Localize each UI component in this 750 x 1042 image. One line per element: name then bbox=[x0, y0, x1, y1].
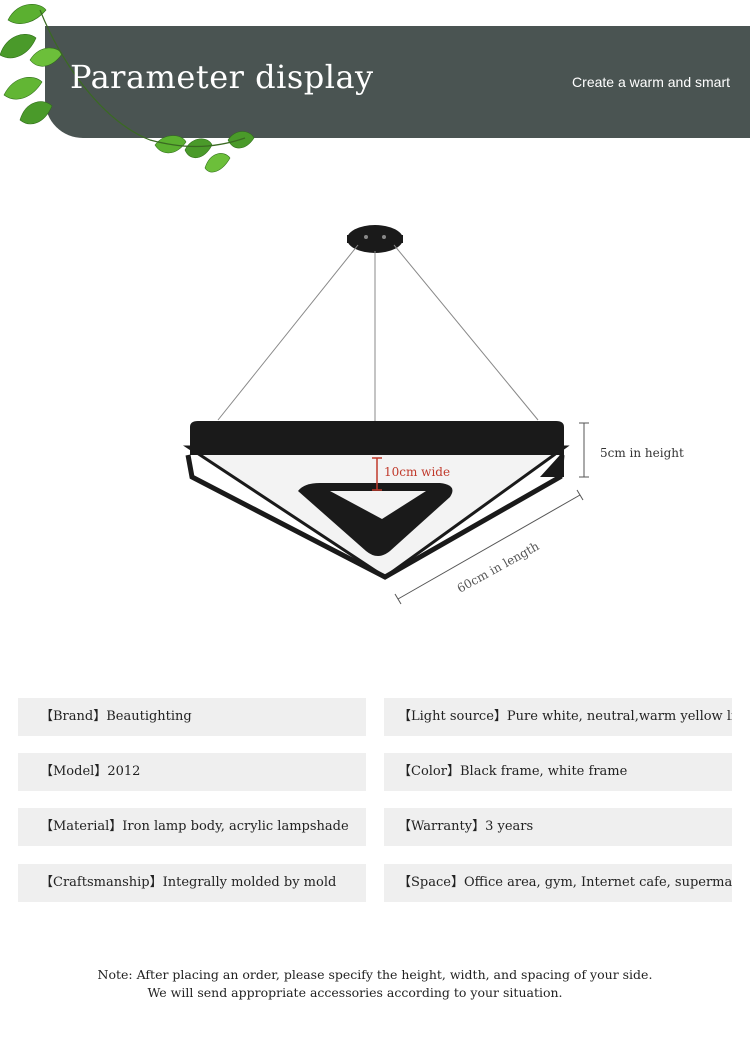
param-warranty: 【Warranty】3 years bbox=[384, 808, 732, 846]
param-label: 【Light source】 bbox=[398, 709, 507, 724]
header-banner bbox=[45, 26, 750, 138]
param-craftsmanship: 【Craftsmanship】Integrally molded by mold bbox=[18, 864, 366, 902]
param-value: 3 years bbox=[485, 819, 534, 834]
param-value: Beautighting bbox=[106, 709, 192, 724]
param-color: 【Color】Black frame, white frame bbox=[384, 753, 732, 791]
width-annotation: 10cm wide bbox=[384, 465, 451, 479]
param-brand: 【Brand】Beautighting bbox=[18, 698, 366, 736]
note-line-1: Note: After placing an order, please spe… bbox=[97, 967, 653, 982]
param-value: Office area, gym, Internet cafe, superma… bbox=[463, 875, 732, 890]
param-value: Integrally molded by mold bbox=[162, 875, 337, 890]
param-material: 【Material】Iron lamp body, acrylic lampsh… bbox=[18, 808, 366, 846]
param-label: 【Brand】 bbox=[40, 709, 107, 724]
param-value: Pure white, neutral,warm yellow light bbox=[506, 709, 732, 724]
lamp-inner-cutout bbox=[298, 483, 453, 556]
param-model: 【Model】2012 bbox=[18, 753, 366, 791]
param-label: 【Color】 bbox=[398, 764, 460, 779]
note-line-2: We will send appropriate accessories acc… bbox=[147, 985, 563, 1000]
param-value: 2012 bbox=[107, 764, 141, 779]
height-annotation: 5cm in height bbox=[600, 446, 684, 460]
leaf-decoration-icon bbox=[0, 4, 255, 173]
param-label: 【Warranty】 bbox=[398, 819, 486, 834]
page-title: Parameter display bbox=[70, 58, 374, 96]
param-label: 【Craftsmanship】 bbox=[40, 875, 163, 890]
param-label: 【Space】 bbox=[398, 875, 464, 890]
param-label: 【Material】 bbox=[40, 819, 123, 834]
param-light-source: 【Light source】Pure white, neutral,warm y… bbox=[384, 698, 732, 736]
param-label: 【Model】 bbox=[40, 764, 108, 779]
lamp-illustration: 60cm in length bbox=[183, 225, 589, 605]
param-value: Black frame, white frame bbox=[459, 764, 628, 779]
lamp-frame bbox=[190, 421, 564, 477]
page-subtitle: Create a warm and smart bbox=[572, 74, 730, 90]
param-space: 【Space】Office area, gym, Internet cafe, … bbox=[384, 864, 732, 902]
param-value: Iron lamp body, acrylic lampshade bbox=[122, 819, 349, 834]
length-annotation: 60cm in length bbox=[455, 539, 542, 596]
